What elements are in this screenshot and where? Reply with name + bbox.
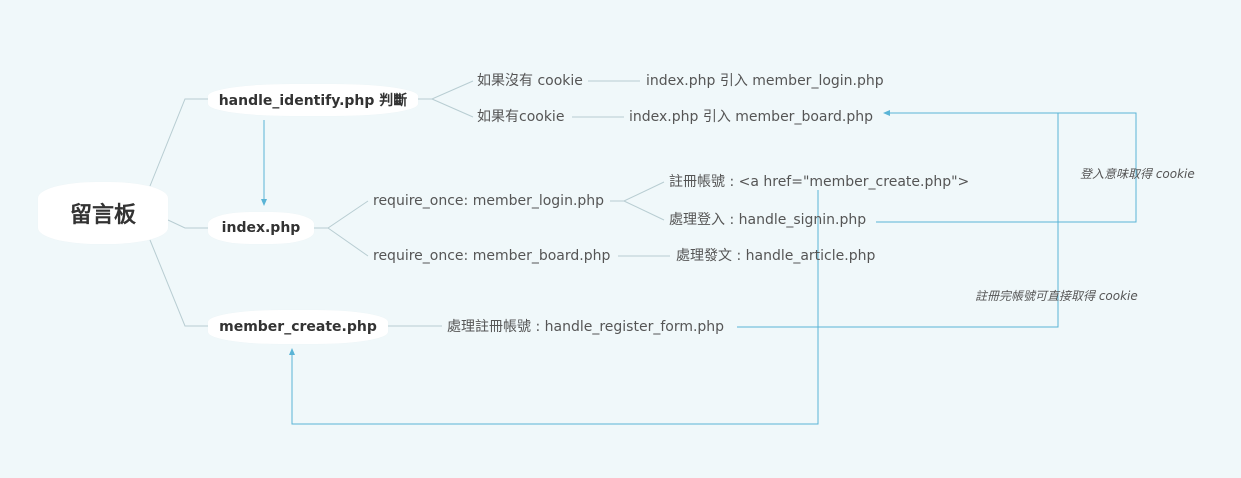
require-login-label[interactable]: require_once: member_login.php xyxy=(373,193,605,209)
handle-signin-label[interactable]: 處理登入 : handle_signin.php xyxy=(669,212,867,228)
register-cookie-note: 註冊完帳號可直接取得 cookie xyxy=(975,289,1138,303)
member-create-label: member_create.php xyxy=(219,319,377,335)
member-create-node[interactable]: member_create.php xyxy=(208,310,388,344)
link-index-require-login xyxy=(314,200,369,229)
link-login-signin xyxy=(623,200,665,221)
handle-article-label[interactable]: 處理發文 : handle_article.php xyxy=(676,248,876,264)
relation-register-link-to-create xyxy=(289,190,819,425)
root-node[interactable]: 留言板 xyxy=(38,182,168,244)
index-label: index.php xyxy=(221,220,301,236)
root-label: 留言板 xyxy=(69,203,136,228)
handle-register-label[interactable]: 處理註冊帳號 : handle_register_form.php xyxy=(447,319,725,335)
no-cookie-result-label[interactable]: index.php 引入 member_login.php xyxy=(646,73,884,89)
login-cookie-note: 登入意味取得 cookie xyxy=(1080,167,1195,181)
handle-identify-label: handle_identify.php 判斷 xyxy=(218,93,408,109)
has-cookie-label[interactable]: 如果有cookie xyxy=(477,109,565,125)
link-root-member-create xyxy=(149,239,208,327)
no-cookie-label[interactable]: 如果沒有 cookie xyxy=(477,73,583,89)
relation-signin-to-board xyxy=(876,110,1137,223)
link-identify-has-cookie xyxy=(431,98,474,118)
link-root-index xyxy=(167,219,208,229)
handle-identify-node[interactable]: handle_identify.php 判斷 xyxy=(208,84,418,116)
link-login-register xyxy=(610,181,665,202)
link-index-require-board xyxy=(327,227,369,257)
index-node[interactable]: index.php xyxy=(208,212,314,244)
require-board-label[interactable]: require_once: member_board.php xyxy=(373,248,611,264)
link-identify-no-cookie xyxy=(418,80,474,100)
register-link-label[interactable]: 註冊帳號 : <a href="member_create.php"> xyxy=(669,174,970,190)
relation-register-to-board xyxy=(737,113,1059,328)
has-cookie-result-label[interactable]: index.php 引入 member_board.php xyxy=(629,109,873,125)
link-root-handle-identify xyxy=(149,98,208,187)
